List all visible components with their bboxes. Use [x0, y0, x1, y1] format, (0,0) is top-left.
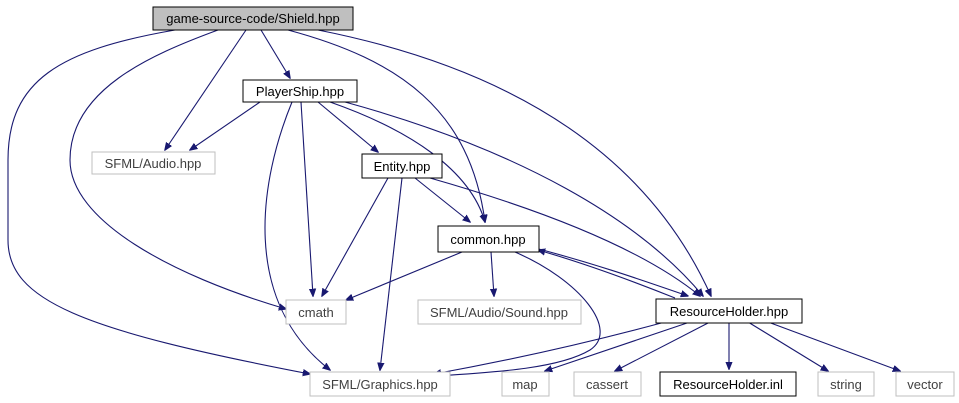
- node-sfml-graphics-hpp[interactable]: SFML/Graphics.hpp: [309, 371, 451, 397]
- edge-shield-to-sfml-graphics: [7, 29, 310, 374]
- edge-resourceholder-to-cassert: [615, 321, 711, 371]
- node-label: vector: [907, 377, 943, 392]
- edge-entity-to-resourceholder: [429, 177, 700, 296]
- edge-common-to-sfml-audio-sound: [491, 251, 494, 296]
- node-label: cmath: [298, 305, 333, 320]
- edge-playership-to-sfml-audio: [190, 101, 261, 150]
- node-label: common.hpp: [450, 232, 525, 247]
- edge-entity-to-cmath: [322, 177, 389, 296]
- node-vector[interactable]: vector: [895, 371, 955, 397]
- node-shield-hpp[interactable]: game-source-code/Shield.hpp: [152, 6, 354, 31]
- edge-shield-to-common: [287, 29, 485, 222]
- edge-playership-to-sfml-graphics: [264, 101, 330, 370]
- nodes: game-source-code/Shield.hpp PlayerShip.h…: [91, 6, 955, 397]
- edge-resourceholder-to-map: [545, 321, 691, 371]
- edge-playership-to-resourceholder: [344, 101, 703, 296]
- node-label: PlayerShip.hpp: [256, 84, 344, 99]
- edge-common-to-sfml-graphics: [436, 251, 601, 376]
- node-sfml-audio-hpp[interactable]: SFML/Audio.hpp: [91, 151, 216, 175]
- edge-resourceholder-to-vector: [767, 321, 900, 371]
- edges: [7, 29, 900, 376]
- edge-resourceholder-to-sfml-graphics: [434, 321, 666, 374]
- edge-resourceholder-to-common: [538, 250, 676, 299]
- node-label: ResourceHolder.inl: [673, 377, 783, 392]
- node-cassert[interactable]: cassert: [573, 371, 642, 397]
- edge-shield-to-resourceholder: [317, 29, 711, 296]
- node-cmath[interactable]: cmath: [285, 299, 347, 325]
- node-label: cassert: [586, 377, 628, 392]
- node-label: Entity.hpp: [374, 159, 431, 174]
- edge-playership-to-cmath: [300, 101, 313, 296]
- node-sfml-audio-sound-hpp[interactable]: SFML/Audio/Sound.hpp: [417, 299, 582, 325]
- node-resourceholder-inl[interactable]: ResourceHolder.inl: [659, 371, 797, 397]
- node-string[interactable]: string: [817, 371, 875, 397]
- node-entity-hpp[interactable]: Entity.hpp: [361, 153, 443, 179]
- node-map[interactable]: map: [501, 371, 550, 397]
- edge-common-to-resourceholder: [534, 247, 688, 296]
- edge-playership-to-common: [329, 101, 485, 222]
- node-label: string: [830, 377, 862, 392]
- node-label: SFML/Graphics.hpp: [322, 377, 438, 392]
- edge-playership-to-entity: [317, 101, 378, 152]
- node-label: game-source-code/Shield.hpp: [166, 11, 339, 26]
- node-label: SFML/Audio.hpp: [105, 156, 202, 171]
- edge-entity-to-sfml-graphics: [380, 177, 403, 370]
- node-common-hpp[interactable]: common.hpp: [437, 225, 540, 253]
- node-label: SFML/Audio/Sound.hpp: [430, 305, 568, 320]
- edge-shield-to-sfml-audio: [165, 29, 247, 150]
- edge-common-to-cmath: [346, 251, 463, 300]
- edge-shield-to-cmath: [69, 29, 286, 309]
- edge-resourceholder-to-string: [747, 321, 828, 371]
- edge-shield-to-playership: [260, 29, 290, 78]
- node-label: map: [512, 377, 537, 392]
- node-resourceholder-hpp[interactable]: ResourceHolder.hpp: [655, 298, 803, 324]
- node-label: ResourceHolder.hpp: [670, 304, 789, 319]
- node-playership-hpp[interactable]: PlayerShip.hpp: [242, 79, 358, 103]
- edge-entity-to-common: [414, 177, 470, 222]
